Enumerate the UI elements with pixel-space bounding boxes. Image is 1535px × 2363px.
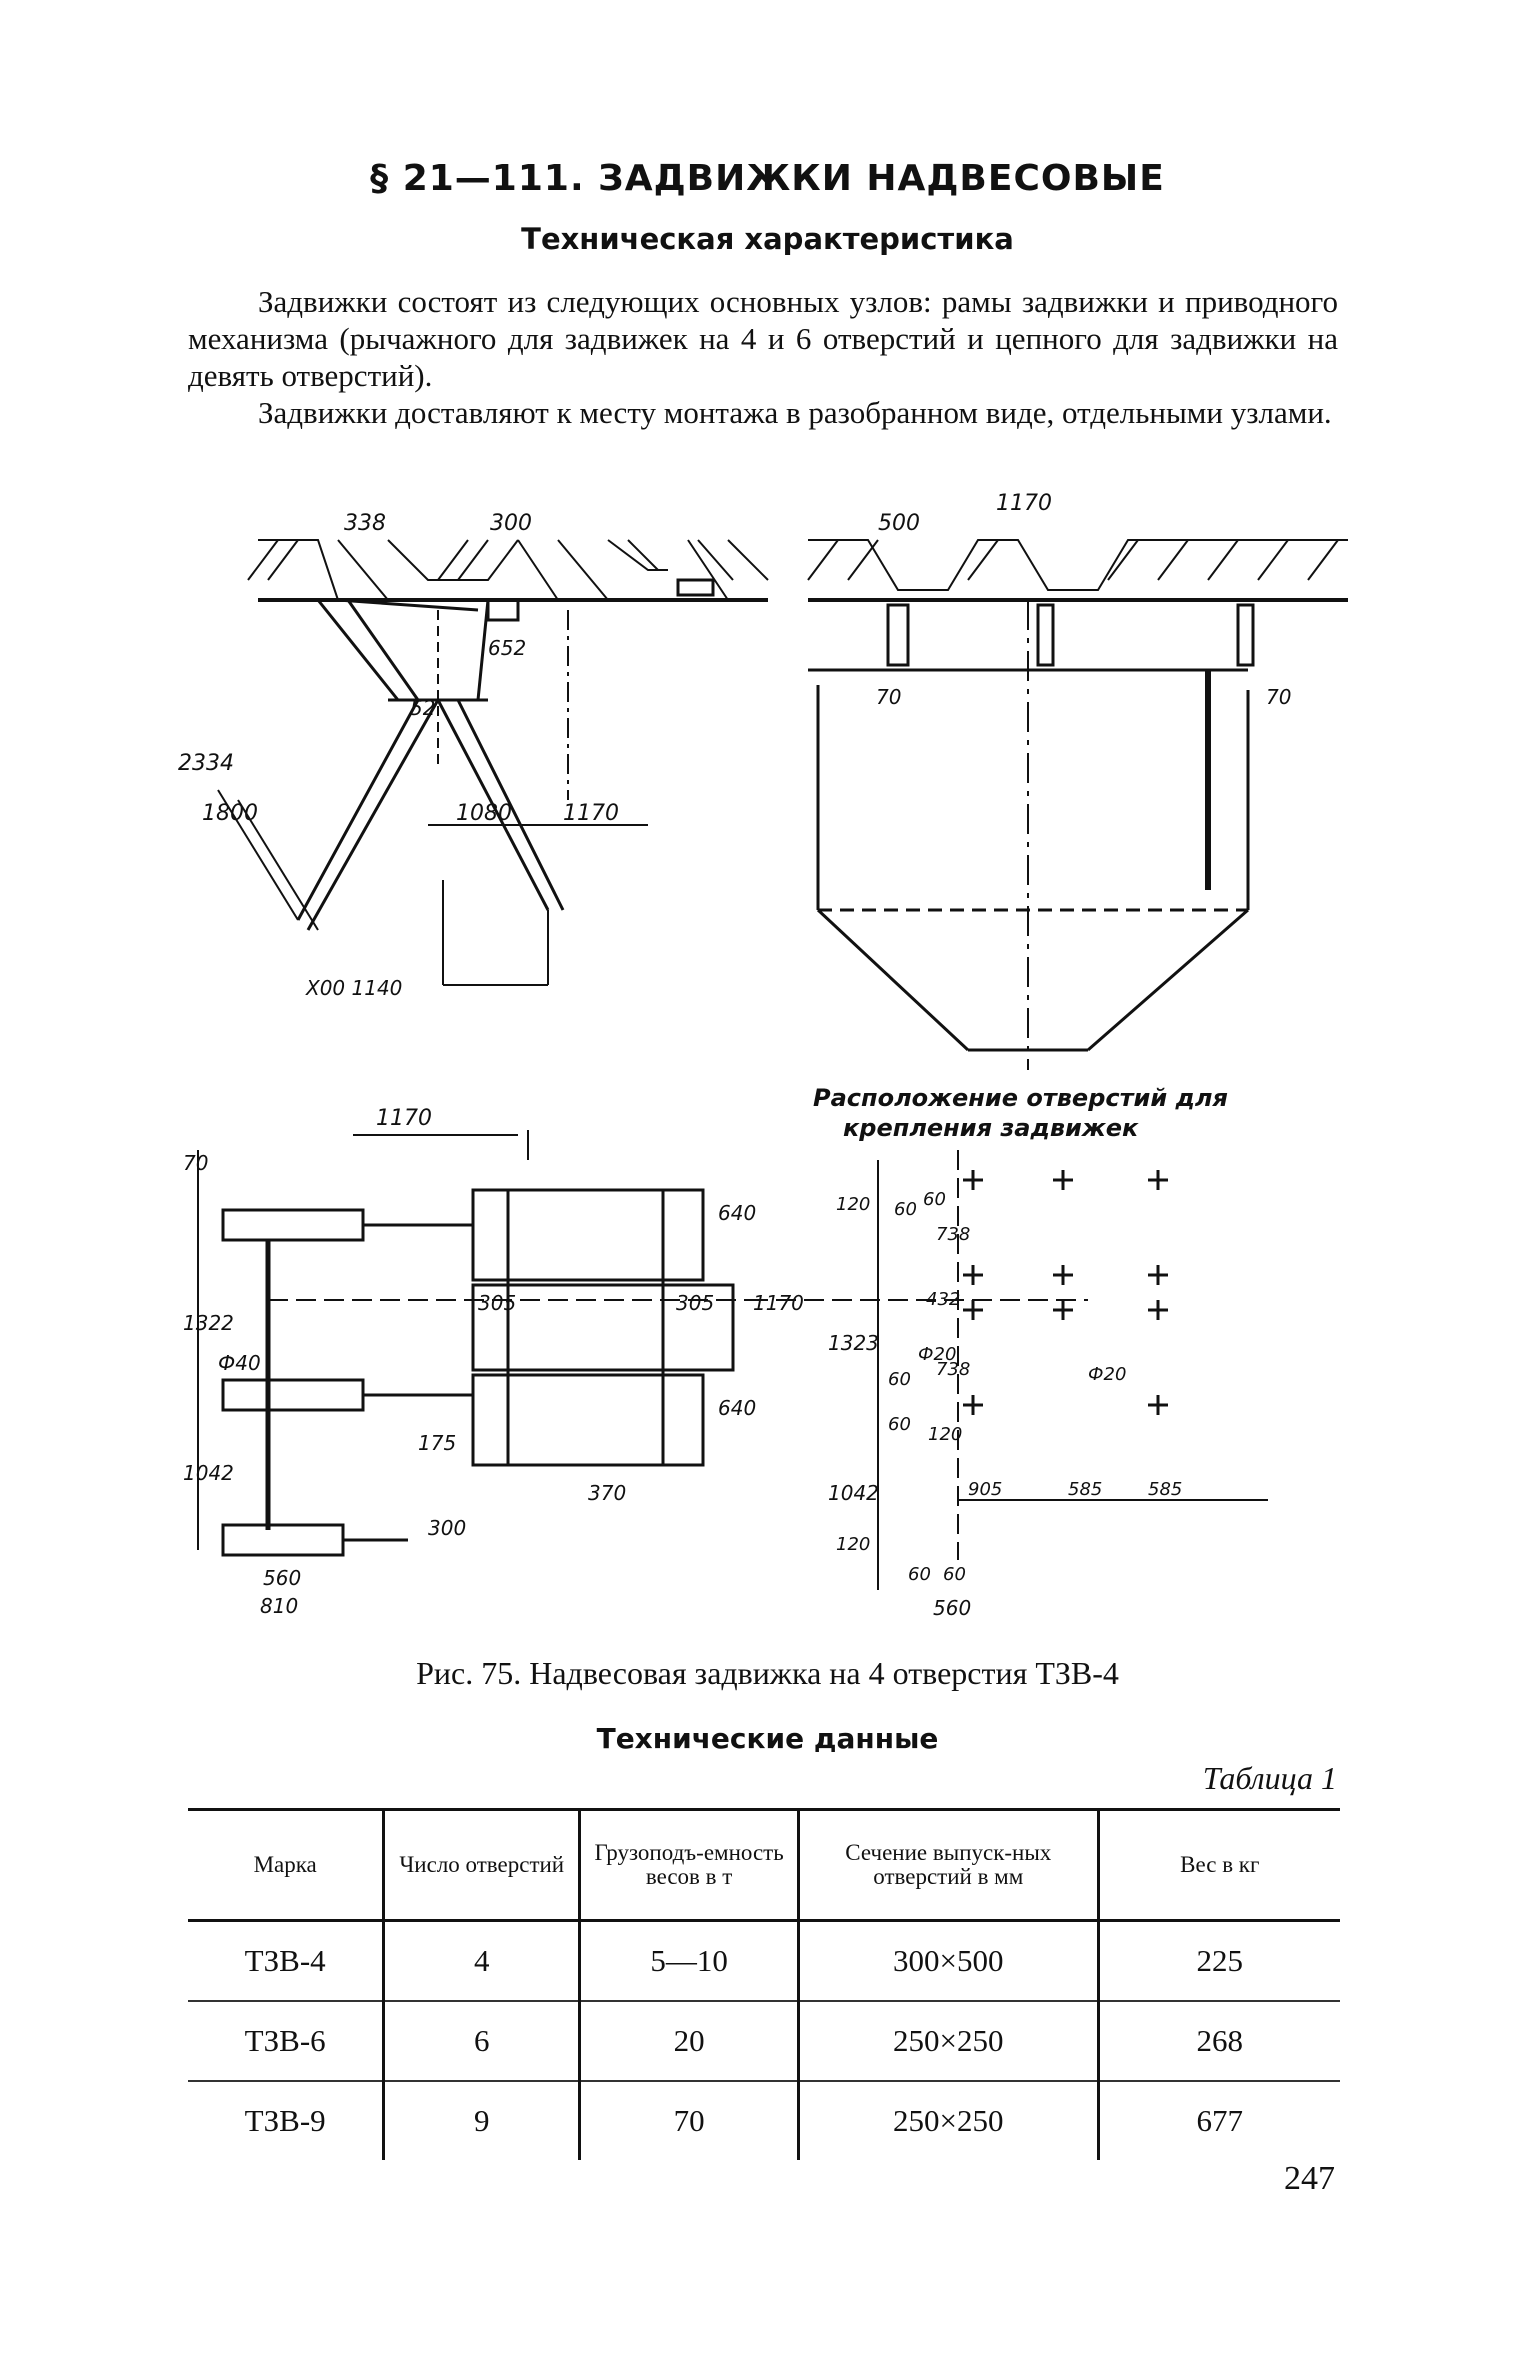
table-header-row: Марка Число отверстий Грузоподъ-емность … — [188, 1808, 1340, 1922]
dimension-label: 1080 — [456, 801, 512, 826]
page-number: 247 — [1284, 2160, 1335, 2197]
dimension-label: Х00 1140 — [305, 976, 402, 1000]
table-row: ТЗВ-4 4 5—10 300×500 225 — [188, 1920, 1340, 2002]
dimension-label: 60 — [894, 1199, 917, 1220]
dimension-label: 1323 — [828, 1331, 879, 1355]
dimension-label: 1322 — [183, 1311, 234, 1335]
table-cell: 5—10 — [578, 1920, 799, 2002]
dimension-label: 1042 — [183, 1461, 234, 1485]
column-header: Число отверстий — [382, 1808, 580, 1922]
table-cell: 268 — [1096, 2001, 1340, 2082]
dimension-label: 338 — [344, 511, 386, 536]
section-heading: § 21—111. ЗАДВИЖКИ НАДВЕСОВЫЕ — [370, 158, 1165, 199]
table-heading: Технические данные — [596, 1722, 939, 1755]
table-cell: 300×500 — [797, 1920, 1099, 2002]
column-header: Вес в кг — [1096, 1808, 1340, 1922]
dimension-label: 300 — [490, 511, 532, 536]
table-cell: 250×250 — [797, 2081, 1099, 2160]
table-row: ТЗВ-9 9 70 250×250 677 — [188, 2081, 1340, 2160]
dimension-label: 560 — [263, 1566, 301, 1590]
table-cell: 4 — [382, 1920, 580, 2002]
dimension-label: 120 — [928, 1424, 962, 1445]
section-subheading: Техническая характеристика — [521, 222, 1014, 256]
dimension-label: 60 — [943, 1564, 966, 1585]
dimension-label: 560 — [933, 1596, 971, 1620]
dimension-label: 120 — [836, 1534, 870, 1555]
table-cell: 225 — [1096, 1920, 1340, 2002]
dimension-label: 60 — [923, 1189, 946, 1210]
figure-caption: Рис. 75. Надвесовая задвижка на 4 отверс… — [416, 1655, 1119, 1691]
dimension-label: 585 — [1068, 1479, 1102, 1500]
dimension-label: 1042 — [828, 1481, 879, 1505]
dimension-label: 500 — [878, 511, 920, 536]
table-row: ТЗВ-6 6 20 250×250 268 — [188, 2001, 1340, 2082]
paragraph: Задвижки состоят из следующих основных у… — [188, 284, 1338, 393]
dimension-label: 432 — [926, 1289, 960, 1310]
dimension-label: 70 — [1266, 685, 1291, 709]
dimension-label: 652 — [488, 636, 526, 660]
table-cell: 20 — [578, 2001, 799, 2082]
dimension-label: 1170 — [753, 1291, 804, 1315]
figure-caption-line: Расположение отверстий для — [813, 1084, 1228, 1112]
dimension-label: 305 — [478, 1291, 516, 1315]
table-cell: 70 — [578, 2081, 799, 2160]
dimension-label: 305 — [676, 1291, 714, 1315]
figure-caption-line: крепления задвижек — [843, 1114, 1139, 1142]
paragraph: Задвижки доставляют к месту монтажа в ра… — [258, 395, 1332, 430]
dimension-label: 60 — [888, 1414, 911, 1435]
table-cell: ТЗВ-6 — [188, 2001, 384, 2082]
dimension-label: 60 — [888, 1369, 911, 1390]
technical-drawing: 338 300 652 52 2334 1800 1080 1170 Х00 1… — [178, 470, 1348, 1630]
dimension-label: Ф20 — [1088, 1364, 1126, 1385]
dimension-label: 2334 — [178, 751, 234, 776]
dimension-label: 70 — [183, 1151, 208, 1175]
dimension-label: 640 — [718, 1396, 756, 1420]
dimension-label: Ф20 — [918, 1344, 956, 1365]
plan-view: 1170 70 1322 640 1170 640 Ф40 305 305 10… — [183, 1106, 804, 1618]
dimension-label: 300 — [428, 1516, 466, 1540]
dimension-label: 640 — [718, 1201, 756, 1225]
dimension-label: 1170 — [376, 1106, 432, 1131]
lever-mechanism-view: 338 300 652 52 2334 1800 1080 1170 Х00 1… — [178, 511, 769, 1000]
table-cell: 6 — [382, 2001, 580, 2082]
table-cell: ТЗВ-9 — [244, 2103, 326, 2138]
dimension-label: 1170 — [563, 801, 619, 826]
column-header: Сечение выпуск-ных отверстий в мм — [797, 1808, 1099, 1922]
hopper-view: 1170 500 70 70 Расположение отверстий дл… — [807, 491, 1348, 1142]
technical-data-table: Марка Число отверстий Грузоподъ-емность … — [188, 1808, 1340, 2160]
column-header: Марка — [188, 1808, 384, 1922]
dimension-label: 70 — [876, 685, 901, 709]
dimension-label: 370 — [588, 1481, 626, 1505]
dimension-label: Ф40 — [218, 1351, 261, 1375]
table-label: Таблица 1 — [1202, 1760, 1337, 1796]
dimension-label: 60 — [908, 1564, 931, 1585]
body-text: Задвижки состоят из следующих основных у… — [188, 283, 1338, 431]
table-cell: ТЗВ-4 — [188, 1920, 384, 2002]
dimension-label: 738 — [936, 1224, 970, 1245]
dimension-label: 585 — [1148, 1479, 1182, 1500]
dimension-label: 810 — [260, 1594, 298, 1618]
dimension-label: 1800 — [202, 801, 258, 826]
column-header: Грузоподъ-емность весов в т — [578, 1808, 799, 1922]
dimension-label: 905 — [968, 1479, 1002, 1500]
hole-layout-view: 120 60 60 738 1323 432 60 Ф20 738 Ф20 12… — [748, 1150, 1268, 1620]
dimension-label: 120 — [836, 1194, 870, 1215]
dimension-label: 175 — [418, 1431, 456, 1455]
dimension-label: 1170 — [996, 491, 1052, 516]
table-cell: 677 — [1096, 2081, 1340, 2160]
dimension-label: 52 — [410, 696, 435, 720]
dimension-label: 738 — [936, 1359, 970, 1380]
table-cell: 250×250 — [797, 2001, 1099, 2082]
table-cell: 9 — [382, 2081, 580, 2160]
